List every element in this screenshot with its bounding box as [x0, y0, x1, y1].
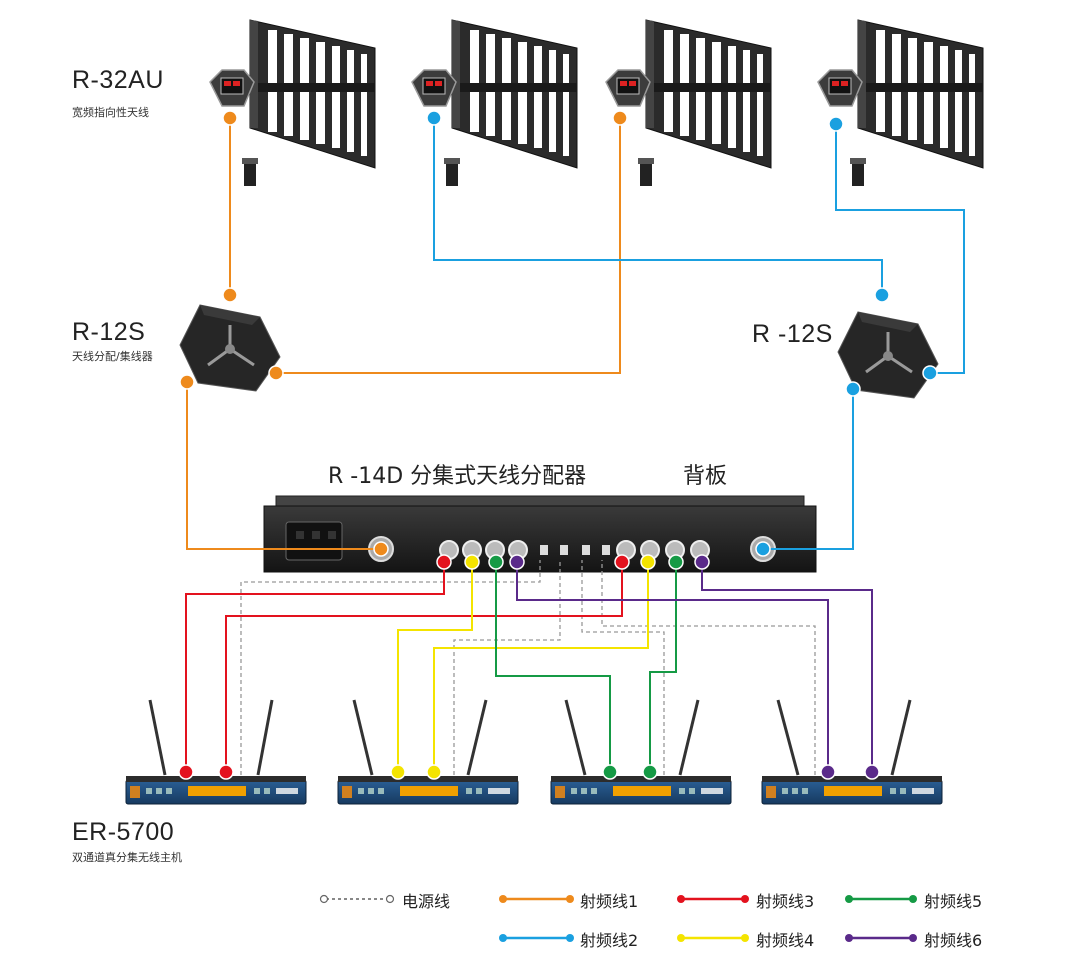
antenna-model-label: R-32AU: [72, 66, 164, 94]
legend-rf-line-6: [845, 934, 917, 942]
legend: [319, 894, 917, 942]
rf-line-2-path: [433, 118, 965, 550]
receiver-model-label: ER-5700: [72, 818, 175, 846]
power-lines: [240, 560, 816, 775]
distributor-title: R -14D 分集式天线分配器: [328, 464, 587, 489]
distributor-backpanel: [263, 495, 817, 573]
legend-label-rf3: 射频线3: [756, 892, 815, 911]
antenna-3: [605, 19, 772, 187]
splitter-left-model-label: R-12S: [72, 318, 146, 346]
legend-rf-line-2: [499, 934, 574, 942]
receiver-1: [125, 699, 307, 805]
rf-line-4-path: [397, 562, 649, 772]
receiver-desc-label: 双通道真分集无线主机: [72, 851, 182, 864]
legend-rf-line-1: [499, 895, 574, 903]
legend-label-power: 电源线: [402, 892, 451, 911]
splitter-right-model-label: R -12S: [752, 320, 833, 348]
distributor-suffix: 背板: [683, 464, 728, 489]
antenna-desc-label: 宽频指向性天线: [72, 106, 149, 119]
antenna-1: [209, 19, 376, 187]
rf-line-3-path: [185, 562, 623, 772]
antenna-2: [411, 19, 578, 187]
rf-line-5-path: [495, 562, 677, 772]
splitter-left-device: [178, 303, 282, 393]
legend-label-rf6: 射频线6: [924, 931, 983, 950]
legend-label-rf2: 射频线2: [580, 931, 639, 950]
antenna-4: [817, 19, 984, 187]
receiver-3: [550, 699, 732, 805]
legend-label-rf4: 射频线4: [756, 931, 815, 950]
legend-power-line: [319, 894, 395, 904]
legend-rf-line-4: [677, 934, 749, 942]
legend-rf-line-5: [845, 895, 917, 903]
legend-label-rf1: 射频线1: [580, 892, 639, 911]
connection-dots: [178, 110, 938, 780]
receiver-4: [761, 699, 943, 805]
legend-rf-line-3: [677, 895, 749, 903]
rf-line-6-path: [516, 562, 873, 772]
rf-line-1-path: [186, 118, 621, 550]
legend-label-rf5: 射频线5: [924, 892, 983, 911]
splitter-left-desc-label: 天线分配/集线器: [72, 350, 153, 363]
receiver-2: [337, 699, 519, 805]
